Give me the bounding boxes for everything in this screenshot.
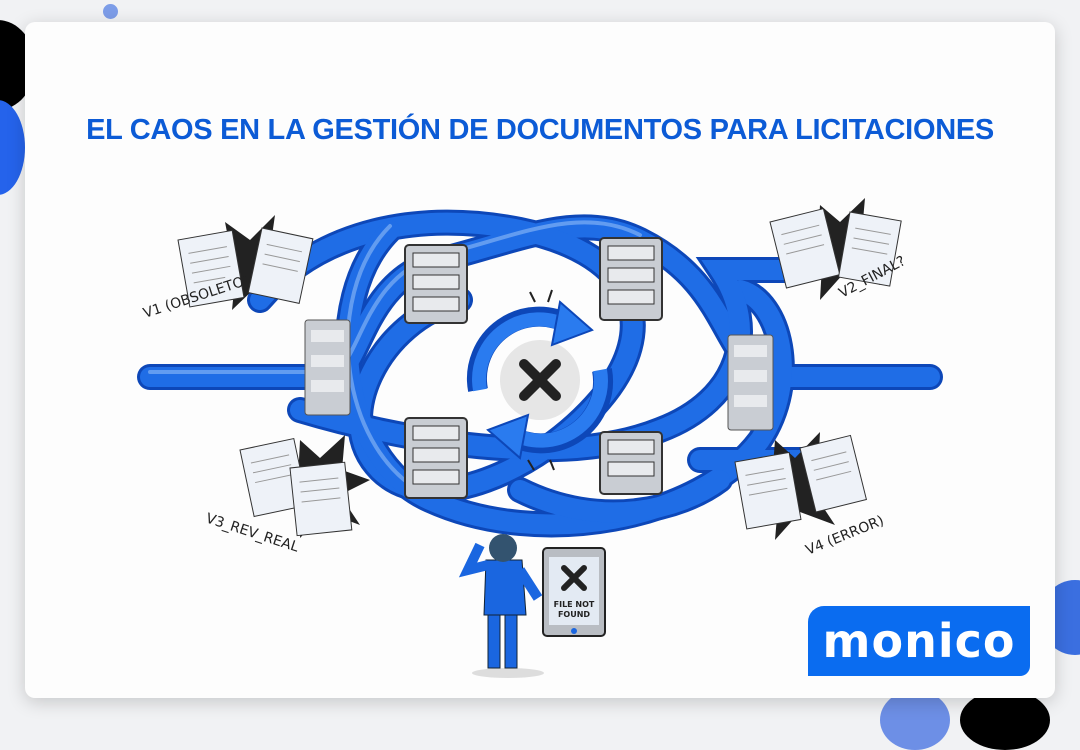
- document-icon: [734, 451, 802, 530]
- decor-circle: [0, 100, 25, 195]
- document-icon: [837, 211, 902, 287]
- server-icon: [599, 431, 663, 495]
- label-v4: V4 (ERROR): [804, 513, 887, 559]
- server-icon-group: [304, 237, 774, 499]
- brand-logo: monico: [808, 606, 1030, 676]
- document-icon: [247, 227, 314, 304]
- decor-circle: [103, 4, 118, 19]
- infographic-card: EL CAOS EN LA GESTIÓN DE DOCUMENTOS PARA…: [25, 22, 1055, 698]
- document-icon: [239, 437, 309, 518]
- sync-arrows-icon: [466, 289, 614, 471]
- document-icon: [769, 208, 841, 289]
- document-stack-v3: V3_REV_REAL: [204, 435, 370, 556]
- decor-circle: [960, 690, 1050, 750]
- document-icon: [289, 461, 353, 537]
- decor-circle: [880, 690, 950, 750]
- server-icon: [599, 237, 663, 321]
- tablet-message-line2: FOUND: [558, 610, 590, 619]
- page-title: EL CAOS EN LA GESTIÓN DE DOCUMENTOS PARA…: [86, 114, 994, 146]
- server-icon: [404, 417, 468, 499]
- error-x-icon: [519, 359, 561, 401]
- document-icon: [177, 229, 245, 308]
- document-stack-v1: V1 (OBSOLETO): [141, 215, 314, 322]
- document-stack-v2: V2_FINAL?: [769, 198, 908, 302]
- document-icon: [799, 434, 868, 513]
- person-icon: [458, 534, 544, 678]
- tablet-message-line1: FILE NOT: [554, 600, 595, 609]
- server-icon: [404, 244, 468, 324]
- server-icon: [304, 319, 351, 416]
- chaos-illustration: V1 (OBSOLETO) V2_FINAL? V3_REV_REAL V4 (…: [137, 198, 943, 678]
- tablet-icon: FILE NOT FOUND: [542, 547, 606, 637]
- starburst-icon: [748, 432, 845, 540]
- error-x-icon: [561, 565, 587, 591]
- server-icon: [727, 334, 774, 431]
- label-v3: V3_REV_REAL: [204, 511, 301, 556]
